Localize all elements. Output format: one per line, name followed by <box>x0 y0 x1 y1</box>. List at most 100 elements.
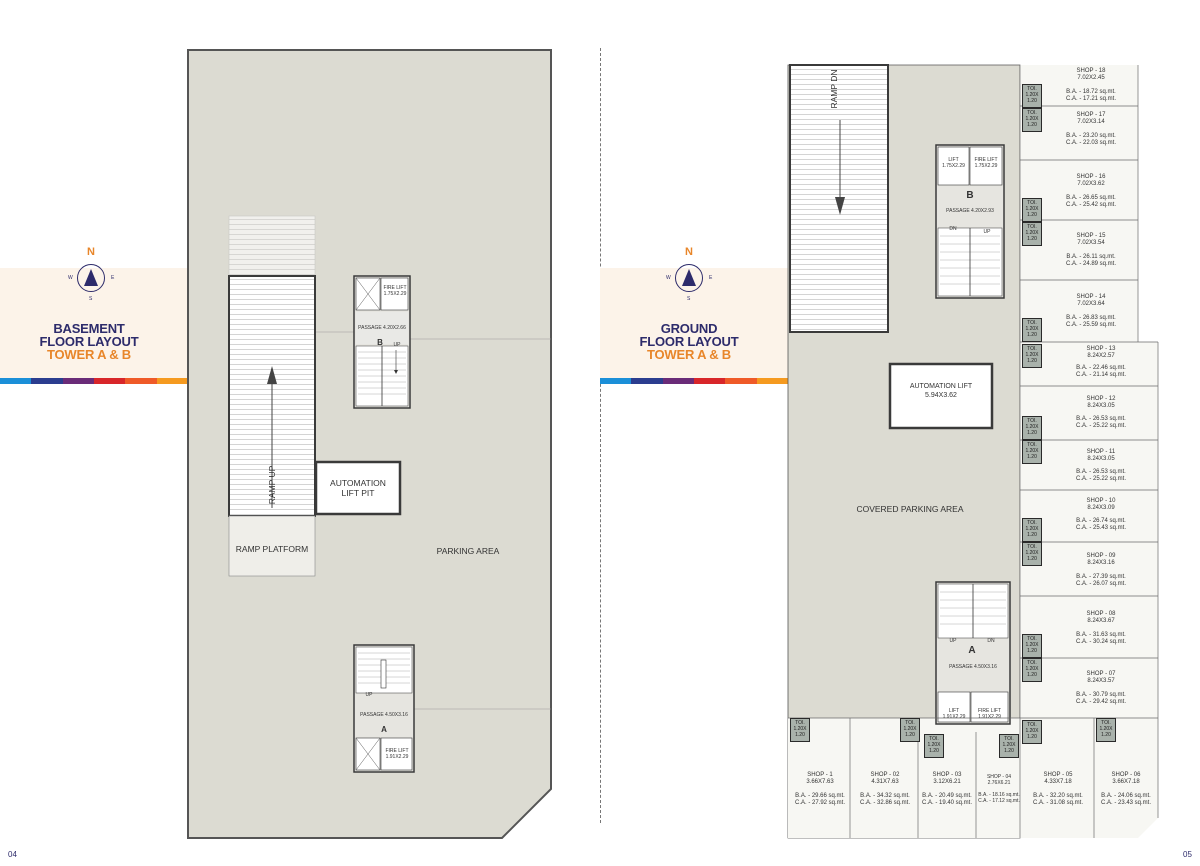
shop-carpet-area: C.A. - 22.03 sq.mt. <box>1065 140 1117 146</box>
shop-carpet-area: C.A. - 25.59 sq.mt. <box>1065 322 1117 328</box>
shop-size: 7.02X3.62 <box>1077 181 1105 187</box>
ramp-dn-label: RAMP DN <box>829 69 839 109</box>
shop-name: SHOP - 07 <box>1086 671 1116 677</box>
shop-carpet-area: C.A. - 25.22 sq.mt. <box>1075 423 1127 429</box>
corner-chamfer <box>1138 818 1158 838</box>
shop-size: 7.02X3.54 <box>1077 240 1105 246</box>
ground-fire-lift-b-label: FIRE LIFT 1.75X2.29 <box>974 157 998 169</box>
shop-10: SHOP - 10 8.24X3.09 B.A. - 26.74 sq.mt. … <box>1044 498 1158 532</box>
shop-02: SHOP - 02 4.31X7.63 B.A. - 34.32 sq.mt. … <box>852 772 918 807</box>
basement-ramp-top <box>228 215 316 277</box>
compass-north-label: N <box>87 246 95 258</box>
shop-name: SHOP - 1 <box>807 772 833 778</box>
toilet: TOI. 1.20X 1.20 <box>1022 416 1042 440</box>
title-line-1: GROUND <box>660 321 718 336</box>
shop-built-area: B.A. - 31.63 sq.mt. <box>1076 632 1126 638</box>
toilet: TOI. 1.20X 1.20 <box>1022 198 1042 222</box>
title-line-2: FLOOR LAYOUT <box>39 334 139 349</box>
shop-03: SHOP - 03 3.12X6.21 B.A. - 20.49 sq.mt. … <box>918 772 976 807</box>
shop-size: 8.24X3.05 <box>1087 403 1115 409</box>
compass-north-label: N <box>685 246 693 258</box>
shop-built-area: B.A. - 34.32 sq.mt. <box>860 793 910 799</box>
left-page-number: 04 <box>8 850 17 859</box>
basement-passage-b-label: PASSAGE 4.20X2.66 <box>358 325 406 331</box>
right-page-title: GROUND FLOOR LAYOUT TOWER A & B <box>620 322 758 361</box>
ground-passage-a-label: PASSAGE 4.50X3.16 <box>949 664 997 670</box>
shop-carpet-area: C.A. - 19.40 sq.mt. <box>921 800 973 806</box>
ground-lift-b-label: LIFT 1.75X2.29 <box>942 157 965 169</box>
ramp-up-arrow-icon <box>267 366 277 384</box>
compass-east-label: E <box>111 275 115 281</box>
shop-size: 3.12X6.21 <box>933 779 961 785</box>
shop-size: 8.24X3.67 <box>1087 618 1115 624</box>
shop-18: SHOP - 18 7.02X2.45 B.A. - 18.72 sq.mt. … <box>1044 68 1138 103</box>
ground-up-a-label: UP <box>949 638 957 644</box>
shop-name: SHOP - 18 <box>1076 68 1106 74</box>
shop-carpet-area: C.A. - 23.43 sq.mt. <box>1100 800 1152 806</box>
automation-lift-pit <box>314 460 402 516</box>
shop-size: 8.24X3.57 <box>1087 678 1115 684</box>
shop-12: SHOP - 12 8.24X3.05 B.A. - 26.53 sq.mt. … <box>1044 396 1158 430</box>
shop-name: SHOP - 12 <box>1086 396 1116 402</box>
shop-size: 8.24X3.05 <box>1087 456 1115 462</box>
ground-lift-a-label: LIFT 1.91X2.29 <box>942 708 966 720</box>
shop-built-area: B.A. - 30.79 sq.mt. <box>1076 692 1126 698</box>
basement-passage-a-label: PASSAGE 4.50X3.16 <box>360 712 408 718</box>
toilet: TOI. 1.20X 1.20 <box>1022 518 1042 542</box>
shop-carpet-area: C.A. - 24.89 sq.mt. <box>1065 261 1117 267</box>
basement-up-a-label: UP <box>365 692 373 698</box>
shop-name: SHOP - 13 <box>1086 346 1116 352</box>
left-color-stripe <box>0 378 188 384</box>
automation-lift-pit-label: AUTOMATION LIFT PIT <box>330 478 386 498</box>
ramp-down-arrow-icon <box>835 197 845 215</box>
shop-built-area: B.A. - 29.66 sq.mt. <box>795 793 845 799</box>
shop-built-area: B.A. - 23.20 sq.mt. <box>1066 133 1116 139</box>
toilet: TOI. 1.20X 1.20 <box>790 718 810 742</box>
ground-fire-lift-a-label: FIRE LIFT 1.91X2.29 <box>977 708 1002 720</box>
basement-up-b-label: UP <box>393 342 401 348</box>
page-divider <box>600 48 601 823</box>
compass-ring-icon <box>77 264 105 292</box>
shop-06: SHOP - 06 3.66X7.18 B.A. - 24.06 sq.mt. … <box>1094 772 1158 807</box>
shop-size: 3.66X7.18 <box>1112 779 1140 785</box>
shop-15: SHOP - 15 7.02X3.54 B.A. - 26.11 sq.mt. … <box>1044 233 1138 268</box>
automation-lift <box>888 362 994 430</box>
title-line-3: TOWER A & B <box>647 347 731 362</box>
shop-name: SHOP - 02 <box>870 772 900 778</box>
toilet: TOI. 1.20X 1.20 <box>1022 720 1042 744</box>
shop-size: 4.33X7.18 <box>1044 779 1072 785</box>
basement-core-a-label: A <box>381 725 387 734</box>
ground-dn-a-label: DN <box>987 638 995 644</box>
toilet: TOI. 1.20X 1.20 <box>1022 222 1042 246</box>
title-line-1: BASEMENT <box>53 321 125 336</box>
ground-up-b-label: UP <box>983 229 991 235</box>
toilet: TOI. 1.20X 1.20 <box>1022 84 1042 108</box>
shop-11: SHOP - 11 8.24X3.05 B.A. - 26.53 sq.mt. … <box>1044 449 1158 483</box>
shop-name: SHOP - 17 <box>1076 112 1106 118</box>
compass-west-label: W <box>666 275 671 281</box>
compass-arrow-icon <box>682 269 696 286</box>
shop-17: SHOP - 17 7.02X3.14 B.A. - 23.20 sq.mt. … <box>1044 112 1138 147</box>
shop-14: SHOP - 14 7.02X3.64 B.A. - 26.83 sq.mt. … <box>1044 294 1138 329</box>
shop-04: SHOP - 04 2.76X6.21 B.A. - 18.16 sq.mt. … <box>976 774 1022 804</box>
right-compass: N W E S <box>659 246 719 312</box>
shop-name: SHOP - 08 <box>1086 611 1116 617</box>
title-line-3: TOWER A & B <box>47 347 131 362</box>
shop-size: 7.02X3.64 <box>1077 301 1105 307</box>
toilet: TOI. 1.20X 1.20 <box>924 734 944 758</box>
shop-name: SHOP - 09 <box>1086 553 1116 559</box>
shop-built-area: B.A. - 18.16 sq.mt. <box>978 792 1020 798</box>
shop-name: SHOP - 16 <box>1076 174 1106 180</box>
toilet: TOI. 1.20X 1.20 <box>1096 718 1116 742</box>
shop-carpet-area: C.A. - 29.42 sq.mt. <box>1075 699 1127 705</box>
ground-core-b-label: B <box>966 190 974 201</box>
compass-south-label: S <box>687 296 691 302</box>
shop-carpet-area: C.A. - 25.43 sq.mt. <box>1075 525 1127 531</box>
shop-07: SHOP - 07 8.24X3.57 B.A. - 30.79 sq.mt. … <box>1044 671 1158 706</box>
shop-built-area: B.A. - 26.11 sq.mt. <box>1066 254 1116 260</box>
covered-parking-label: COVERED PARKING AREA <box>856 504 964 514</box>
shop-size: 7.02X2.45 <box>1077 75 1105 81</box>
left-page-title: BASEMENT FLOOR LAYOUT TOWER A & B <box>20 322 158 361</box>
shop-built-area: B.A. - 26.53 sq.mt. <box>1076 416 1126 422</box>
